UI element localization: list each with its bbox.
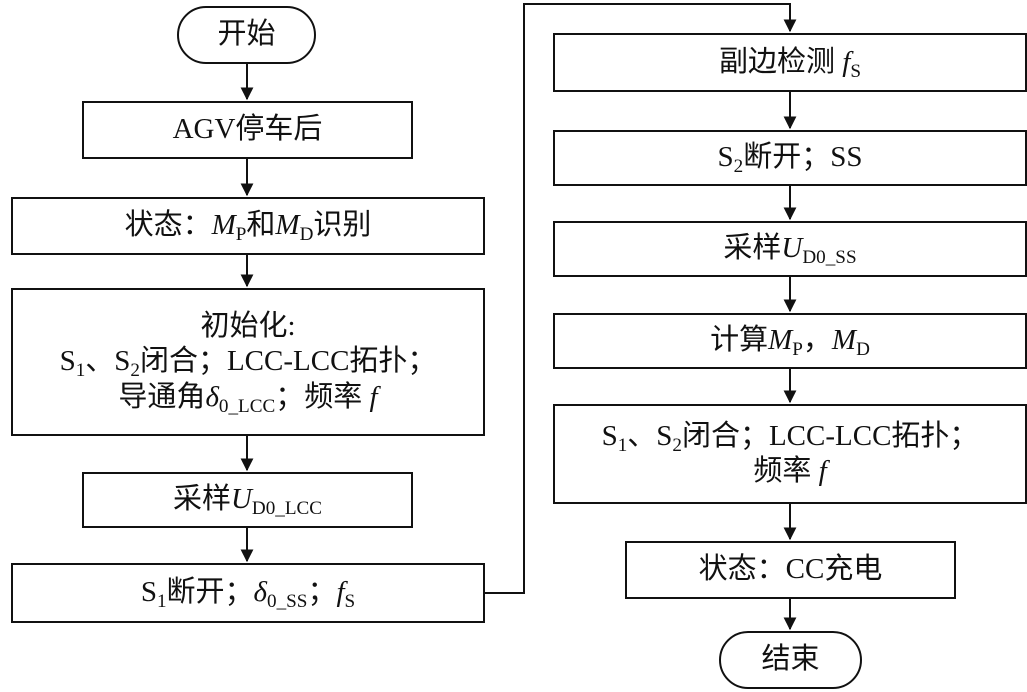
identify-box: 状态：MP和MD识别 [11, 197, 485, 255]
start-label: 开始 [217, 18, 276, 51]
start-terminal: 开始 [177, 6, 316, 64]
sample-lcc-box: 采样UD0_LCC [82, 472, 413, 528]
s2-open-label: S2断开；SS [717, 141, 863, 178]
init-title: 初始化: [200, 309, 296, 342]
close-switch-line: S1、S2闭合；LCC-LCC拓扑； [601, 419, 979, 456]
detect-label: 副边检测 fS [719, 45, 861, 82]
init-box: 初始化: S1、S2闭合；LCC-LCC拓扑； 导通角δ0_LCC；频率 f [11, 288, 485, 436]
s1-open-label: S1断开；δ0_SS；fS [140, 576, 356, 613]
detect-box: 副边检测 fS [553, 33, 1027, 92]
close-freq-line: 频率 f [753, 455, 827, 487]
s2-open-box: S2断开；SS [553, 130, 1027, 186]
close-box: S1、S2闭合；LCC-LCC拓扑； 频率 f [553, 404, 1027, 504]
connector-left-to-right [484, 3, 797, 594]
sample-lcc-label: 采样UD0_LCC [172, 483, 323, 520]
charge-label: 状态：CC充电 [698, 553, 883, 586]
init-angle-line: 导通角δ0_LCC；频率 f [118, 380, 378, 417]
compute-box: 计算MP，MD [553, 313, 1027, 369]
s1-open-box: S1断开；δ0_SS；fS [11, 563, 485, 623]
charge-box: 状态：CC充电 [625, 541, 956, 599]
identify-label: 状态：MP和MD识别 [124, 209, 372, 246]
end-terminal: 结束 [719, 631, 862, 689]
end-label: 结束 [761, 643, 820, 676]
compute-label: 计算MP，MD [710, 324, 870, 361]
sample-ss-box: 采样UD0_SS [553, 221, 1027, 277]
agv-stop-label: AGV停车后 [172, 113, 323, 146]
agv-stop-box: AGV停车后 [82, 101, 413, 159]
sample-ss-label: 采样UD0_SS [723, 232, 857, 269]
init-switch-line: S1、S2闭合；LCC-LCC拓扑； [59, 345, 437, 382]
